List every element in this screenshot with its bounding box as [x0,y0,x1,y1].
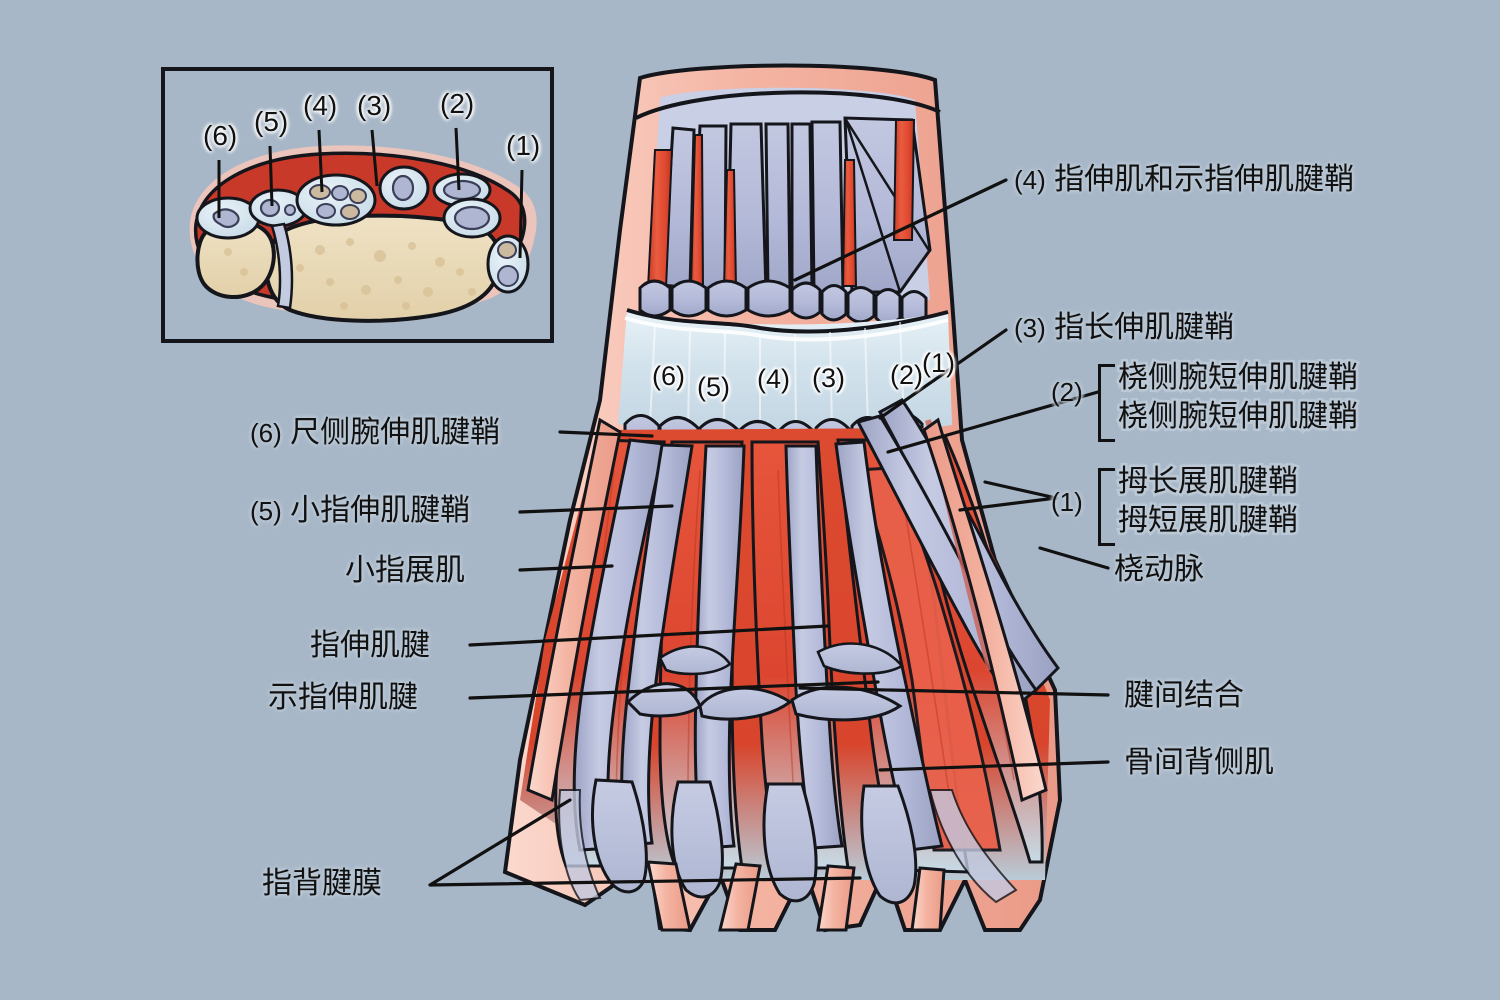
label-2-number: (2) [1051,377,1083,407]
leader-lines [428,178,1110,887]
ulnar-skin-strip [526,417,622,803]
label-radial-artery: 桡动脉 [1114,552,1204,587]
label-extensor-digitorum-tendon: 指伸肌腱 [310,628,430,663]
label-aponeurosis-text: 指背腱膜 [262,867,382,900]
label-6-number: (6) [250,418,282,448]
label-eip-text: 示指伸肌腱 [268,681,418,714]
label-ecu-sheath: (6) 尺侧腕伸肌腱鞘 [250,415,500,450]
inset-number-1: (1) [506,130,541,161]
label-1-number-wrap: (1) [1051,484,1083,519]
leader-1 [958,480,1058,512]
label-extensor-digitorum-sheath: (4) 指伸肌和示指伸肌腱鞘 [1014,162,1354,197]
label-4-number: (4) [1014,165,1046,195]
label-2-line-1: 桡侧腕短伸肌腱鞘 [1116,359,1361,397]
label-extensor-indicis-tendon: 示指伸肌腱 [268,680,418,715]
leader-eip-tendon [468,680,880,700]
leader-4 [793,178,1008,282]
inset-number-6: (6) [203,120,238,151]
leader-edc-tendon [468,624,830,647]
label-3-number: (3) [1014,313,1046,343]
label-2-number-wrap: (2) [1051,374,1083,409]
retinaculum-striations [649,321,905,432]
label-5-number: (5) [250,496,282,526]
inset-number-5: (5) [254,106,289,137]
retinaculum-number-2: (2) [890,360,923,390]
label-intertendinous-connection: 腱间结合 [1124,678,1244,713]
leader-radial-artery [1038,546,1110,570]
leader-2 [886,390,1100,454]
leader-interossei [878,760,1110,772]
label-3-text: 指长伸肌腱鞘 [1054,311,1235,344]
label-5-text: 小指伸肌腱鞘 [290,494,471,527]
retinaculum-number-4: (4) [757,364,790,394]
label-4-text: 指伸肌和示指伸肌腱鞘 [1054,163,1355,196]
inset-number-3: (3) [357,90,392,121]
label-intertendinous-text: 腱间结合 [1124,679,1244,712]
retinaculum-number-3: (3) [812,363,845,393]
retinaculum-top-edge [626,308,949,334]
extensor-retinaculum [618,310,952,436]
compartments [195,165,530,310]
forearm-hand-drawing [428,63,1110,933]
label-ecrb-sheath-group: 桡侧腕短伸肌腱鞘 桡侧腕短伸肌腱鞘 [1116,358,1361,436]
label-1-number: (1) [1051,487,1083,517]
leader-6 [558,430,654,438]
label-2-line-2: 桡侧腕短伸肌腱鞘 [1116,398,1361,436]
leader-3 [878,328,1008,420]
forearm-tendons [646,116,932,294]
label-extensor-longus-sheath: (3) 指长伸肌腱鞘 [1014,310,1234,345]
label-dorsal-interossei: 骨间背侧肌 [1124,745,1274,780]
retinaculum-number-6: (6) [652,361,685,391]
leader-abductor-digiti [518,564,614,572]
bracket-1 [1098,468,1115,546]
inset-leaders [217,127,524,259]
leader-5 [518,504,674,514]
label-abductor-pollicis-group: 拇长展肌腱鞘 拇短展肌腱鞘 [1116,462,1301,540]
retinaculum-number-5: (5) [697,372,730,402]
label-dorsal-digital-expansion: 指背腱膜 [262,866,382,901]
intertendinous-connections [625,642,905,722]
fascia-arc [635,90,941,120]
inset-number-2: (2) [440,88,475,119]
label-abductor-digiti-minimi: 小指展肌 [345,553,465,588]
inset-number-4: (4) [303,90,338,121]
label-abductor-digiti-text: 小指展肌 [345,554,465,587]
retinaculum-number-1: (1) [922,348,955,378]
label-edm-sheath: (5) 小指伸肌腱鞘 [250,493,470,528]
bracket-2 [1098,364,1115,442]
label-radial-artery-text: 桡动脉 [1114,553,1204,586]
leader-aponeurosis [428,798,862,887]
label-interossei-text: 骨间背侧肌 [1124,746,1274,779]
label-6-text: 尺侧腕伸肌腱鞘 [290,416,501,449]
radial-skin-strip [922,417,1048,803]
tendon-ends-upper [638,279,928,326]
wrist-cross-section [189,127,537,323]
leader-intertendinous [798,686,1110,697]
bone-trabeculae [224,238,476,310]
dorsal-digital-expansions [558,778,1018,905]
label-edc-text: 指伸肌腱 [310,629,430,662]
label-1-line-1: 拇长展肌腱鞘 [1116,463,1301,501]
label-1-line-2: 拇短展肌腱鞘 [1116,502,1301,540]
